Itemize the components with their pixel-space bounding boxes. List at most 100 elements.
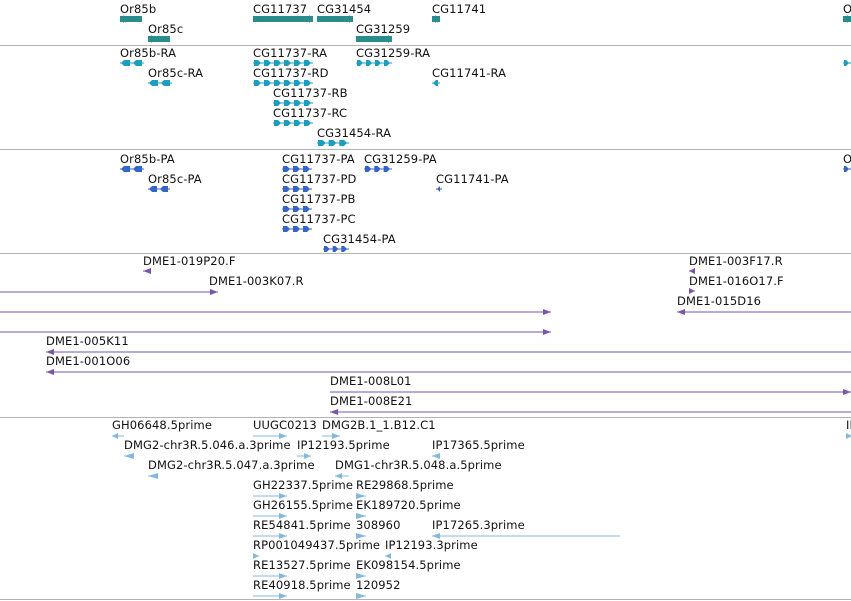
feature-glyph-cg11737-pd[interactable] [282, 186, 312, 192]
feature-glyph-or85b-pa[interactable] [120, 166, 144, 172]
feature-glyph-dme1-005k11[interactable] [46, 349, 851, 355]
feature-glyph-feature[interactable] [0, 329, 551, 335]
feature-label-cg11737-ra[interactable]: CG11737-RA [253, 46, 328, 60]
feature-glyph-ip17265-3prime[interactable] [432, 533, 620, 539]
feature-glyph-uugc0213[interactable] [253, 433, 287, 439]
feature-glyph-308960[interactable] [356, 533, 366, 539]
feature-label-dme1-019p20-f[interactable]: DME1-019P20.F [143, 254, 236, 268]
feature-glyph-gh22337-5prime[interactable] [253, 493, 287, 499]
feature-label-dme1-003f17-r[interactable]: DME1-003F17.R [689, 254, 783, 268]
feature-glyph-cg31454-ra[interactable] [317, 140, 349, 146]
feature-glyph-cg11741-pa[interactable] [436, 186, 442, 192]
feature-label-o[interactable]: O [843, 152, 851, 166]
feature-glyph-ip17365-5prime[interactable] [432, 453, 440, 459]
feature-label-ip12193-5prime[interactable]: IP12193.5prime [297, 438, 390, 452]
feature-glyph-dmg2b-1-1-b12-c1[interactable] [322, 433, 340, 439]
feature-glyph-dme1-003k07-r[interactable] [0, 289, 218, 295]
feature-glyph-or85b[interactable] [120, 15, 142, 23]
feature-label-cg11741-pa[interactable]: CG11741-PA [436, 172, 509, 186]
feature-label-re40918-5prime[interactable]: RE40918.5prime [253, 578, 351, 592]
feature-glyph-ek189720-5prime[interactable] [356, 513, 366, 519]
feature-label-or85c-pa[interactable]: Or85c-PA [148, 172, 202, 186]
feature-glyph-gh06648-5prime[interactable] [112, 433, 124, 439]
feature-glyph-or85c-pa[interactable] [148, 186, 170, 192]
feature-label-dme1-001o06[interactable]: DME1-001O06 [46, 354, 131, 368]
feature-glyph-cg11737[interactable] [253, 15, 313, 23]
feature-label-cg11737-pb[interactable]: CG11737-PB [282, 192, 356, 206]
feature-glyph-dmg2-chr3r-5-046-a-3prime[interactable] [124, 453, 134, 459]
feature-label-dmg2-chr3r-5-047-a-3prime[interactable]: DMG2-chr3R.5.047.a.3prime [148, 458, 315, 472]
feature-glyph-dme1-001o06[interactable] [46, 369, 851, 375]
feature-glyph-or[interactable] [843, 15, 851, 23]
feature-glyph-dme1-015d16[interactable] [677, 309, 851, 315]
feature-glyph-ip12193-5prime[interactable] [297, 453, 311, 459]
feature-glyph-cg11737-rb[interactable] [273, 100, 313, 106]
feature-label-rp001049437-5prime[interactable]: RP001049437.5prime [253, 538, 381, 552]
feature-label-or[interactable]: Or [843, 2, 851, 16]
feature-glyph-ek098154-5prime[interactable] [356, 573, 366, 579]
feature-glyph-ip12193-3prime[interactable] [385, 553, 391, 559]
feature-glyph-dme1-008l01[interactable] [330, 389, 851, 395]
feature-glyph-feature[interactable] [843, 60, 851, 66]
feature-label-cg31259-ra[interactable]: CG31259-RA [356, 46, 431, 60]
feature-label-ip17365-5prime[interactable]: IP17365.5prime [432, 438, 525, 452]
feature-glyph-rp001049437-5prime[interactable] [253, 553, 259, 559]
feature-glyph-cg11737-rd[interactable] [253, 80, 313, 86]
feature-label-cg11737-pd[interactable]: CG11737-PD [282, 172, 357, 186]
feature-glyph-ip[interactable] [846, 433, 851, 439]
feature-label-cg11737-rb[interactable]: CG11737-RB [273, 86, 348, 100]
feature-label-gh22337-5prime[interactable]: GH22337.5prime [253, 478, 354, 492]
feature-glyph-cg11737-ra[interactable] [253, 60, 313, 66]
feature-label-ek098154-5prime[interactable]: EK098154.5prime [356, 558, 461, 572]
feature-glyph-or85c[interactable] [148, 35, 170, 43]
feature-label-dme1-008e21[interactable]: DME1-008E21 [330, 394, 413, 408]
feature-label-cg31454-pa[interactable]: CG31454-PA [323, 232, 396, 246]
feature-label-or85b-ra[interactable]: Or85b-RA [120, 46, 177, 60]
feature-label-or85b-pa[interactable]: Or85b-PA [120, 152, 175, 166]
feature-label-or85c-ra[interactable]: Or85c-RA [148, 66, 204, 80]
feature-glyph-cg11737-rc[interactable] [273, 120, 313, 126]
feature-label-cg31259[interactable]: CG31259 [356, 22, 411, 36]
feature-glyph-dmg1-chr3r-5-048-a-5prime[interactable] [335, 473, 349, 479]
feature-glyph-gh26155-5prime[interactable] [253, 513, 287, 519]
feature-glyph-dmg2-chr3r-5-047-a-3prime[interactable] [148, 473, 158, 479]
feature-glyph-dme1-008e21[interactable] [330, 409, 851, 415]
feature-label-uugc0213[interactable]: UUGC0213 [253, 418, 317, 432]
feature-label-ip12193-3prime[interactable]: IP12193.3prime [385, 538, 478, 552]
feature-label-cg11737-rc[interactable]: CG11737-RC [273, 106, 348, 120]
feature-label-cg11737-pc[interactable]: CG11737-PC [282, 212, 356, 226]
feature-glyph-or85b-ra[interactable] [120, 60, 144, 66]
feature-glyph-re54841-5prime[interactable] [253, 533, 287, 539]
feature-label-120952[interactable]: 120952 [356, 578, 401, 592]
feature-glyph-dme1-016o17-f[interactable] [689, 288, 695, 294]
feature-glyph-cg31454-pa[interactable] [323, 246, 349, 252]
feature-label-cg11741[interactable]: CG11741 [432, 2, 487, 16]
feature-glyph-cg31259[interactable] [356, 35, 392, 43]
feature-label-dmg2-chr3r-5-046-a-3prime[interactable]: DMG2-chr3R.5.046.a.3prime [124, 438, 291, 452]
feature-label-dmg2b-1-1-b12-c1[interactable]: DMG2B.1_1.B12.C1 [322, 418, 436, 432]
feature-label-cg31454-ra[interactable]: CG31454-RA [317, 126, 392, 140]
feature-glyph-cg31259-ra[interactable] [356, 60, 392, 66]
feature-label-cg11737-pa[interactable]: CG11737-PA [282, 152, 355, 166]
feature-label-cg11737[interactable]: CG11737 [253, 2, 308, 16]
feature-glyph-dme1-019p20-f[interactable] [143, 268, 151, 274]
feature-glyph-cg11737-pc[interactable] [282, 226, 312, 232]
feature-label-ip17265-3prime[interactable]: IP17265.3prime [432, 518, 525, 532]
feature-label-re29868-5prime[interactable]: RE29868.5prime [356, 478, 454, 492]
feature-glyph-cg31454[interactable] [317, 15, 353, 23]
feature-label-ek189720-5prime[interactable]: EK189720.5prime [356, 498, 461, 512]
feature-label-dme1-015d16[interactable]: DME1-015D16 [677, 294, 762, 308]
feature-glyph-or85c-ra[interactable] [148, 80, 172, 86]
feature-label-cg11741-ra[interactable]: CG11741-RA [432, 66, 507, 80]
feature-glyph-cg11741-ra[interactable] [432, 80, 440, 86]
feature-label-cg11737-rd[interactable]: CG11737-RD [253, 66, 329, 80]
feature-label-ip[interactable]: IP [846, 418, 851, 432]
feature-label-dme1-005k11[interactable]: DME1-005K11 [46, 334, 129, 348]
feature-glyph-re13527-5prime[interactable] [253, 573, 287, 579]
feature-glyph-feature[interactable] [0, 309, 551, 315]
feature-label-gh06648-5prime[interactable]: GH06648.5prime [112, 418, 213, 432]
feature-glyph-o[interactable] [843, 166, 851, 172]
feature-label-dme1-016o17-f[interactable]: DME1-016O17.F [689, 274, 784, 288]
feature-label-dmg1-chr3r-5-048-a-5prime[interactable]: DMG1-chr3R.5.048.a.5prime [335, 458, 502, 472]
feature-label-gh26155-5prime[interactable]: GH26155.5prime [253, 498, 354, 512]
